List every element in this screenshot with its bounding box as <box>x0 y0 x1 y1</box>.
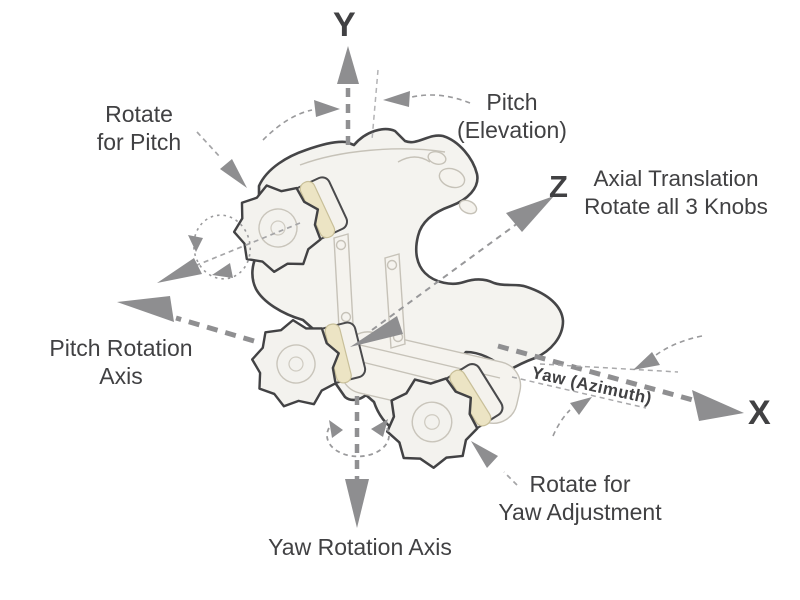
label-line: Pitch Rotation <box>49 335 193 361</box>
rotate-for-pitch-leader-arrow <box>196 131 247 188</box>
label-line: Yaw Adjustment <box>498 499 662 525</box>
x-axis-label: X <box>748 394 771 432</box>
rotate-for-yaw-leader-arrow <box>471 441 518 486</box>
tilted-pitch-reference-line <box>371 69 379 141</box>
pitch-arc-right-arrow <box>383 91 471 107</box>
label-line: Rotate <box>105 101 173 127</box>
z-axis-label: Z <box>549 169 568 204</box>
label-rotate-for-yaw: Rotate for Yaw Adjustment <box>486 470 674 526</box>
yaw-arc-upper-arrow <box>633 335 703 370</box>
yaw-swing-lower-line <box>511 376 647 409</box>
y-axis-label: Y <box>333 6 356 44</box>
label-line: Rotate for <box>529 471 631 497</box>
pitch-arc-left-arrow <box>262 100 340 141</box>
y-axis-arrow <box>337 46 359 145</box>
label-pitch-elevation: Pitch (Elevation) <box>428 88 596 144</box>
knob-rotation-circle <box>188 214 251 280</box>
kinematic-mount-illustration <box>220 127 565 485</box>
label-line: for Pitch <box>96 129 182 155</box>
pitch-rotation-axis-arrow <box>117 296 255 344</box>
label-line: Axial Translation <box>593 166 759 191</box>
yaw-rotation-ellipse <box>326 419 390 458</box>
label-yaw-rotation-axis: Yaw Rotation Axis <box>268 534 452 560</box>
x-axis-arrow <box>497 343 744 421</box>
knob-rotation-axis-arrow <box>157 222 301 283</box>
yaw-rotation-axis-arrow <box>345 396 369 528</box>
label-rotate-for-pitch: Rotate for Pitch <box>53 100 225 156</box>
yaw-arc-lower-arrow <box>552 397 592 437</box>
label-line: (Elevation) <box>457 117 567 143</box>
label-line: Pitch <box>486 89 538 115</box>
label-line: Axis <box>99 363 143 389</box>
label-pitch-rotation-axis: Pitch Rotation Axis <box>30 334 212 390</box>
label-line: Rotate all 3 Knobs <box>584 194 768 219</box>
z-axis-arrow <box>350 196 554 347</box>
label-axial-translation: Axial Translation Rotate all 3 Knobs <box>576 165 776 221</box>
